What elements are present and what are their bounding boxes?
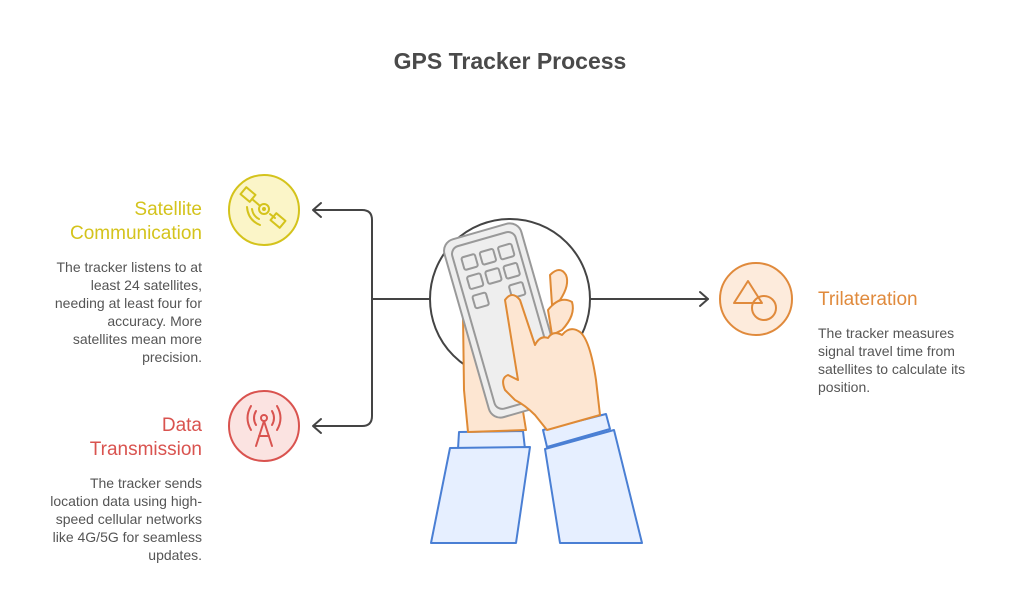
desc-line: satellites to calculate its (818, 361, 966, 377)
desc-line: updates. (148, 547, 202, 563)
heading-line: Transmission (89, 439, 202, 460)
desc-line: precision. (142, 349, 202, 365)
heading-line: Data (161, 415, 202, 436)
hand-holding-phone-icon (430, 222, 643, 544)
desc-line: satellites mean more (72, 331, 202, 347)
desc-line: position. (818, 379, 871, 395)
desc-line: The tracker sends (89, 475, 202, 491)
antenna-tower-icon (246, 405, 282, 447)
heading-line: Trilateration (818, 289, 918, 310)
desc-line: like 4G/5G for seamless (52, 529, 202, 545)
heading-line: Satellite (134, 199, 202, 220)
desc-line: least 24 satellites, (90, 277, 202, 293)
satellite-communication-heading: Satellite Communication (40, 198, 202, 246)
trilateration-description: The tracker measures signal travel time … (818, 324, 1008, 396)
data-transmission-heading: Data Transmission (40, 414, 202, 462)
shapes-triangle-circle-icon (733, 280, 777, 321)
diagram-title: GPS Tracker Process (393, 48, 627, 74)
desc-line: The tracker measures (818, 325, 955, 341)
heading-line: Communication (70, 223, 202, 244)
desc-line: signal travel time from (818, 343, 955, 359)
shapes-triangle-circle-icon-circle (719, 262, 793, 336)
desc-line: speed cellular networks (55, 511, 202, 527)
desc-line: location data using high- (50, 493, 202, 509)
desc-line: The tracker listens to at (56, 259, 202, 275)
satellite-icon-circle (228, 174, 300, 246)
satellite-communication-description: The tracker listens to at least 24 satel… (20, 258, 202, 366)
satellite-icon (239, 186, 287, 229)
data-transmission-description: The tracker sends location data using hi… (20, 474, 202, 564)
desc-line: accuracy. More (107, 313, 202, 329)
trilateration-heading: Trilateration (818, 288, 1008, 312)
connector-lines (312, 202, 709, 434)
antenna-tower-icon-circle (228, 390, 300, 462)
desc-line: needing at least four for (54, 295, 202, 311)
